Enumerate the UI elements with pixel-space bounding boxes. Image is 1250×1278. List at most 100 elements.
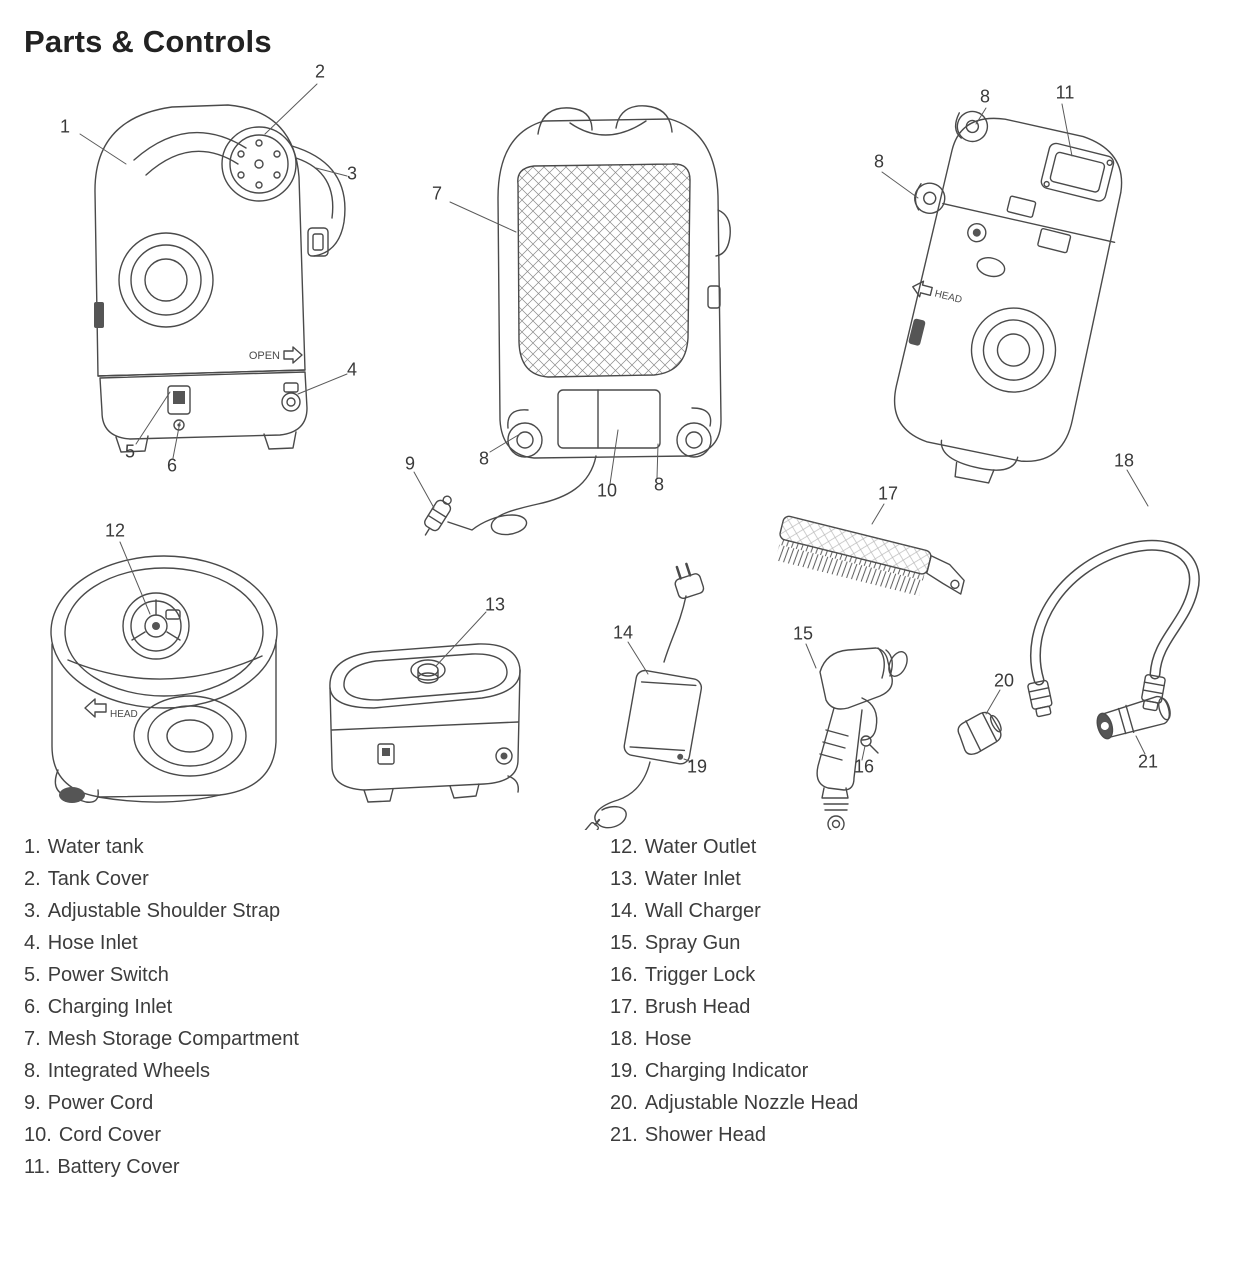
spray-gun-drawing xyxy=(816,647,908,830)
legend-item-number: 9. xyxy=(24,1092,41,1114)
callout-20: 20 xyxy=(993,670,1015,691)
legend-item-number: 18. xyxy=(610,1028,638,1050)
callout-19: 19 xyxy=(686,756,708,777)
legend-item-number: 4. xyxy=(24,932,41,954)
legend-item-number: 2. xyxy=(24,868,41,890)
parts-legend: 1. Water tank 2. Tank Cover 3. Adjustable S… xyxy=(0,830,1250,1228)
head-arrow-label: HEAD xyxy=(933,288,963,305)
callout-8c: 8 xyxy=(979,86,991,107)
legend-column-right: 12. Water Outlet 13. Water Inlet 14. Wall C… xyxy=(610,836,1196,1156)
water-outlet xyxy=(152,622,160,630)
tank-base-drawing xyxy=(329,643,521,803)
adjustable-nozzle-drawing xyxy=(957,711,1002,756)
legend-item-label: Water tank xyxy=(47,836,144,858)
legend-item-label: Cord Cover xyxy=(58,1124,162,1146)
callout-14: 14 xyxy=(612,622,634,643)
legend-item: 1. Water tank xyxy=(24,836,610,859)
head-arrow-icon xyxy=(912,280,933,298)
callout-8d: 8 xyxy=(873,151,885,172)
legend-item-label: Mesh Storage Compartment xyxy=(47,1028,299,1050)
callout-7: 7 xyxy=(431,183,443,204)
callout-5: 5 xyxy=(124,441,136,462)
legend-item: 21. Shower Head xyxy=(610,1124,1196,1147)
parts-line-art: OPEN xyxy=(50,83,1200,830)
legend-item-label: Hose xyxy=(644,1028,692,1050)
legend-item-number: 10. xyxy=(24,1124,52,1146)
legend-item-number: 14. xyxy=(610,900,638,922)
water-tank-top-drawing: HEAD xyxy=(50,555,278,803)
callout-2: 2 xyxy=(314,61,326,82)
legend-item-label: Trigger Lock xyxy=(644,964,756,986)
legend-item: 19.Charging Indicator xyxy=(610,1060,1196,1083)
legend-item-label: Shower Head xyxy=(644,1124,766,1146)
legend-item-label: Adjustable Shoulder Strap xyxy=(47,900,281,922)
legend-item-number: 20. xyxy=(610,1092,638,1114)
legend-item-number: 16. xyxy=(610,964,638,986)
callout-3: 3 xyxy=(346,163,358,184)
legend-item: 4. Hose Inlet xyxy=(24,932,610,955)
callout-8b: 8 xyxy=(653,474,665,495)
legend-item-label: Power Cord xyxy=(47,1092,154,1114)
legend-item-number: 12. xyxy=(610,836,638,858)
legend-item: 3. Adjustable Shoulder Strap xyxy=(24,900,610,923)
legend-item: 2. Tank Cover xyxy=(24,868,610,891)
legend-item: 6. Charging Inlet xyxy=(24,996,610,1019)
legend-item: 9. Power Cord xyxy=(24,1092,610,1115)
legend-item: 20. Adjustable Nozzle Head xyxy=(610,1092,1196,1115)
callout-12: 12 xyxy=(104,520,126,541)
legend-item-label: Adjustable Nozzle Head xyxy=(644,1092,859,1114)
legend-item-label: Brush Head xyxy=(644,996,751,1018)
callout-18: 18 xyxy=(1113,450,1135,471)
legend-item-number: 13. xyxy=(610,868,638,890)
callout-leader-lines xyxy=(79,83,1149,763)
legend-item-number: 15. xyxy=(610,932,638,954)
callout-10: 10 xyxy=(596,480,618,501)
legend-item: 7. Mesh Storage Compartment xyxy=(24,1028,610,1051)
battery-cover xyxy=(1040,142,1115,202)
legend-item-label: Water Inlet xyxy=(644,868,741,890)
water-tank-front-drawing: OPEN xyxy=(94,104,346,453)
legend-item-label: Hose Inlet xyxy=(47,932,138,954)
callout-4: 4 xyxy=(346,359,358,380)
legend-item: 17.Brush Head xyxy=(610,996,1196,1019)
charging-indicator xyxy=(677,753,684,760)
wall-charger-drawing xyxy=(582,562,705,830)
car-plug xyxy=(424,495,452,536)
legend-item-label: Tank Cover xyxy=(47,868,149,890)
head-arrow-label: HEAD xyxy=(110,709,138,720)
open-arrow-label: OPEN xyxy=(249,350,280,362)
callout-17: 17 xyxy=(877,483,899,504)
legend-item-number: 8. xyxy=(24,1060,41,1082)
legend-item-label: Wall Charger xyxy=(644,900,761,922)
legend-item-number: 3. xyxy=(24,900,41,922)
legend-item-number: 5. xyxy=(24,964,41,986)
legend-item-label: Charging Indicator xyxy=(644,1060,809,1082)
trigger-lock xyxy=(860,735,872,747)
legend-item-number: 11. xyxy=(24,1156,51,1178)
water-tank-back-lying-drawing: HEAD xyxy=(893,110,1123,484)
legend-column-left: 1. Water tank 2. Tank Cover 3. Adjustable S… xyxy=(24,836,610,1188)
legend-item: 10. Cord Cover xyxy=(24,1124,610,1147)
legend-item-label: Battery Cover xyxy=(57,1156,180,1178)
legend-item: 14. Wall Charger xyxy=(610,900,1196,923)
legend-item-number: 21. xyxy=(610,1124,638,1146)
cord-cover xyxy=(557,389,661,449)
legend-item: 11. Battery Cover xyxy=(24,1156,610,1179)
legend-item: 18. Hose xyxy=(610,1028,1196,1051)
legend-item: 8. Integrated Wheels xyxy=(24,1060,610,1083)
legend-item: 5.Power Switch xyxy=(24,964,610,987)
legend-item-number: 6. xyxy=(24,996,41,1018)
legend-item-label: Water Outlet xyxy=(644,836,757,858)
legend-item-label: Integrated Wheels xyxy=(47,1060,211,1082)
callout-8a: 8 xyxy=(478,448,490,469)
page-title: Parts & Controls xyxy=(24,24,272,59)
callout-1: 1 xyxy=(59,116,71,137)
legend-item-number: 1. xyxy=(24,836,41,858)
legend-item-number: 7. xyxy=(24,1028,41,1050)
legend-item-label: Charging Inlet xyxy=(47,996,173,1018)
callout-16: 16 xyxy=(853,756,875,777)
mesh-storage-compartment xyxy=(517,163,691,378)
callout-21: 21 xyxy=(1137,751,1159,772)
power-cord xyxy=(447,455,597,536)
water-tank-rear-drawing xyxy=(424,105,731,536)
